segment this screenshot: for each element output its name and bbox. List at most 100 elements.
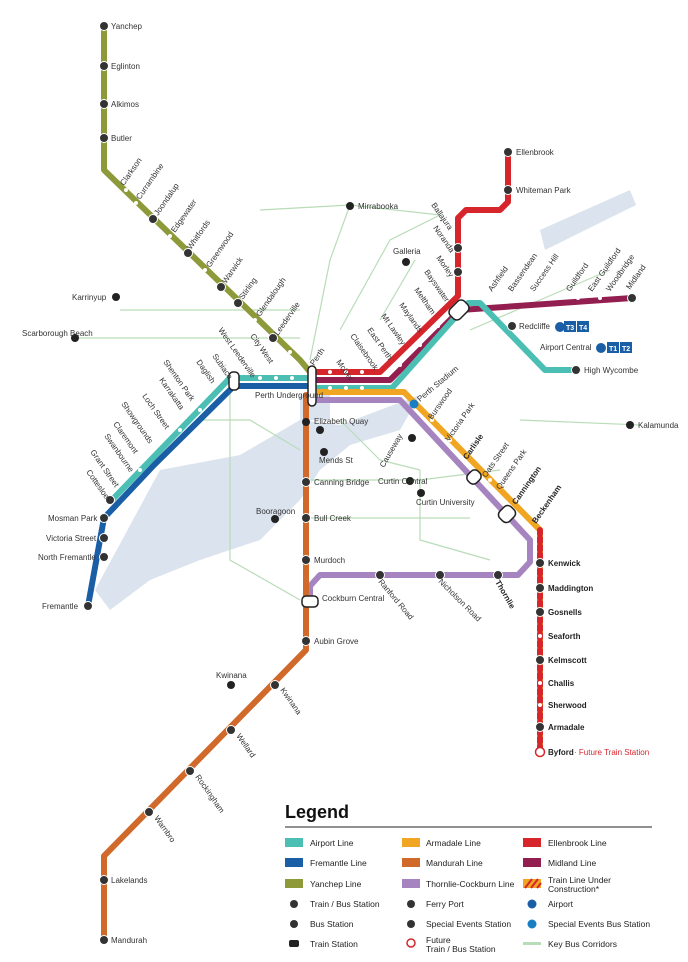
- legend-swatch-yanchep: [285, 879, 303, 888]
- label-nicholson-road: Nicholson Road: [437, 577, 483, 623]
- airport-icon: [555, 322, 565, 332]
- label-clarkson: Clarkson: [118, 156, 143, 187]
- label-victoria-park: Victoria Park: [443, 400, 477, 443]
- label-eglinton: Eglinton: [111, 62, 140, 71]
- cockburn-interchange: [301, 595, 319, 608]
- line-stop: [328, 370, 332, 374]
- legend-icon-bus-corridor: [523, 942, 541, 945]
- label-byford-note: · Future Train Station: [574, 748, 649, 757]
- label-curtin-university: Curtin University: [416, 498, 475, 507]
- perth-interchange: [307, 365, 317, 407]
- station-marker: [270, 680, 280, 690]
- legend-label-special-events-bus: Special Events Bus Station: [548, 919, 650, 929]
- label-karrinyup: Karrinyup: [72, 293, 107, 302]
- line-stop: [436, 324, 440, 328]
- legend-swatch-airport: [285, 838, 303, 847]
- ellenbrook-line: [311, 149, 511, 375]
- label-north-fremantle: North Fremantle: [38, 553, 96, 562]
- station-marker: [233, 298, 243, 308]
- bus-station-icon: [112, 293, 120, 301]
- bus-station-icon: [626, 421, 634, 429]
- station-marker: [535, 558, 545, 568]
- station-marker: [301, 555, 311, 565]
- station-marker: [493, 570, 503, 580]
- station-marker: [503, 147, 513, 157]
- station-marker: [183, 248, 193, 258]
- station-marker: [375, 570, 385, 580]
- station-marker: [99, 875, 109, 885]
- legend-label-bus-station: Bus Station: [310, 919, 354, 929]
- station-marker: [99, 533, 109, 543]
- bus-station-icon: [71, 334, 79, 342]
- label-mends-st: Mends St: [319, 456, 354, 465]
- line-stop: [418, 343, 422, 347]
- label-fremantle: Fremantle: [42, 602, 79, 611]
- badge-t2: T2: [622, 346, 630, 353]
- legend-icon-ferry: [407, 900, 415, 908]
- ferry-icon: [320, 448, 328, 456]
- armadale-line: [311, 389, 543, 533]
- label-mirrabooka: Mirrabooka: [358, 202, 399, 211]
- line-stop: [534, 296, 538, 300]
- station-marker: [435, 570, 445, 580]
- bus-station-icon: [402, 258, 410, 266]
- label-booragoon: Booragoon: [256, 507, 295, 516]
- thornlie-line: [307, 397, 533, 606]
- fremantle-line: [85, 383, 313, 609]
- line-stop: [488, 478, 492, 482]
- line-stop: [554, 296, 558, 300]
- legend-swatch-thornlie: [402, 879, 420, 888]
- line-stop: [448, 438, 452, 442]
- legend-icon-special-events-bus: [527, 919, 537, 929]
- label-cockburn-central: Cockburn Central: [322, 594, 384, 603]
- station-marker: [99, 513, 109, 523]
- label-morley: Morley: [434, 254, 455, 279]
- bus-station-icon: [271, 515, 279, 523]
- special-events-bus-icon: [409, 399, 419, 409]
- badge-t4: T4: [579, 325, 587, 332]
- legend-icon-train-bus: [290, 900, 298, 908]
- line-stop: [198, 408, 202, 412]
- station-marker: [99, 133, 109, 143]
- label-greenwood: Greenwood: [204, 230, 235, 269]
- place-markers: [71, 202, 634, 689]
- label-bull-creek: Bull Creek: [314, 514, 352, 523]
- legend-swatch-ellenbrook: [523, 838, 541, 847]
- station-marker: [99, 61, 109, 71]
- legend-icon-special-events: [407, 920, 415, 928]
- legend-icon-airport: [527, 899, 537, 909]
- legend-icon-future-station: [406, 938, 416, 948]
- badge-t3: T3: [566, 325, 574, 332]
- station-marker: [144, 807, 154, 817]
- line-stop: [398, 363, 402, 367]
- line-stop: [538, 681, 542, 685]
- bayswater-interchange: [448, 299, 470, 321]
- airport-icon: [596, 343, 606, 353]
- label-warwick: Warwick: [220, 255, 245, 285]
- station-marker: [571, 365, 581, 375]
- label-rockingham: Rockingham: [193, 773, 226, 815]
- legend-label-airport: Airport Line: [310, 838, 354, 848]
- station-marker: [83, 601, 93, 611]
- line-stop: [430, 418, 434, 422]
- station-marker: [268, 333, 278, 343]
- label-kwinana-bus: Kwinana: [216, 671, 247, 680]
- station-marker: [535, 607, 545, 617]
- label-whiteman-park: Whiteman Park: [516, 186, 572, 195]
- label-ellenbrook: Ellenbrook: [516, 148, 555, 157]
- label-canning-bridge: Canning Bridge: [314, 478, 370, 487]
- label-elizabeth-quay: Elizabeth Quay: [314, 417, 368, 426]
- line-stop: [328, 386, 332, 390]
- station-marker: [453, 267, 463, 277]
- legend-swatch-mandurah: [402, 858, 420, 867]
- byford-future-station: [534, 746, 546, 758]
- line-stop: [253, 318, 257, 322]
- station-labels: Yanchep Eglinton Alkimos Butler Clarkson…: [22, 22, 679, 945]
- legend-title: Legend: [285, 802, 349, 822]
- label-maddington: Maddington: [548, 584, 593, 593]
- bus-station-icon: [408, 434, 416, 442]
- line-stop: [360, 370, 364, 374]
- label-curtin-central: Curtin Central: [378, 477, 428, 486]
- line-stop: [598, 296, 602, 300]
